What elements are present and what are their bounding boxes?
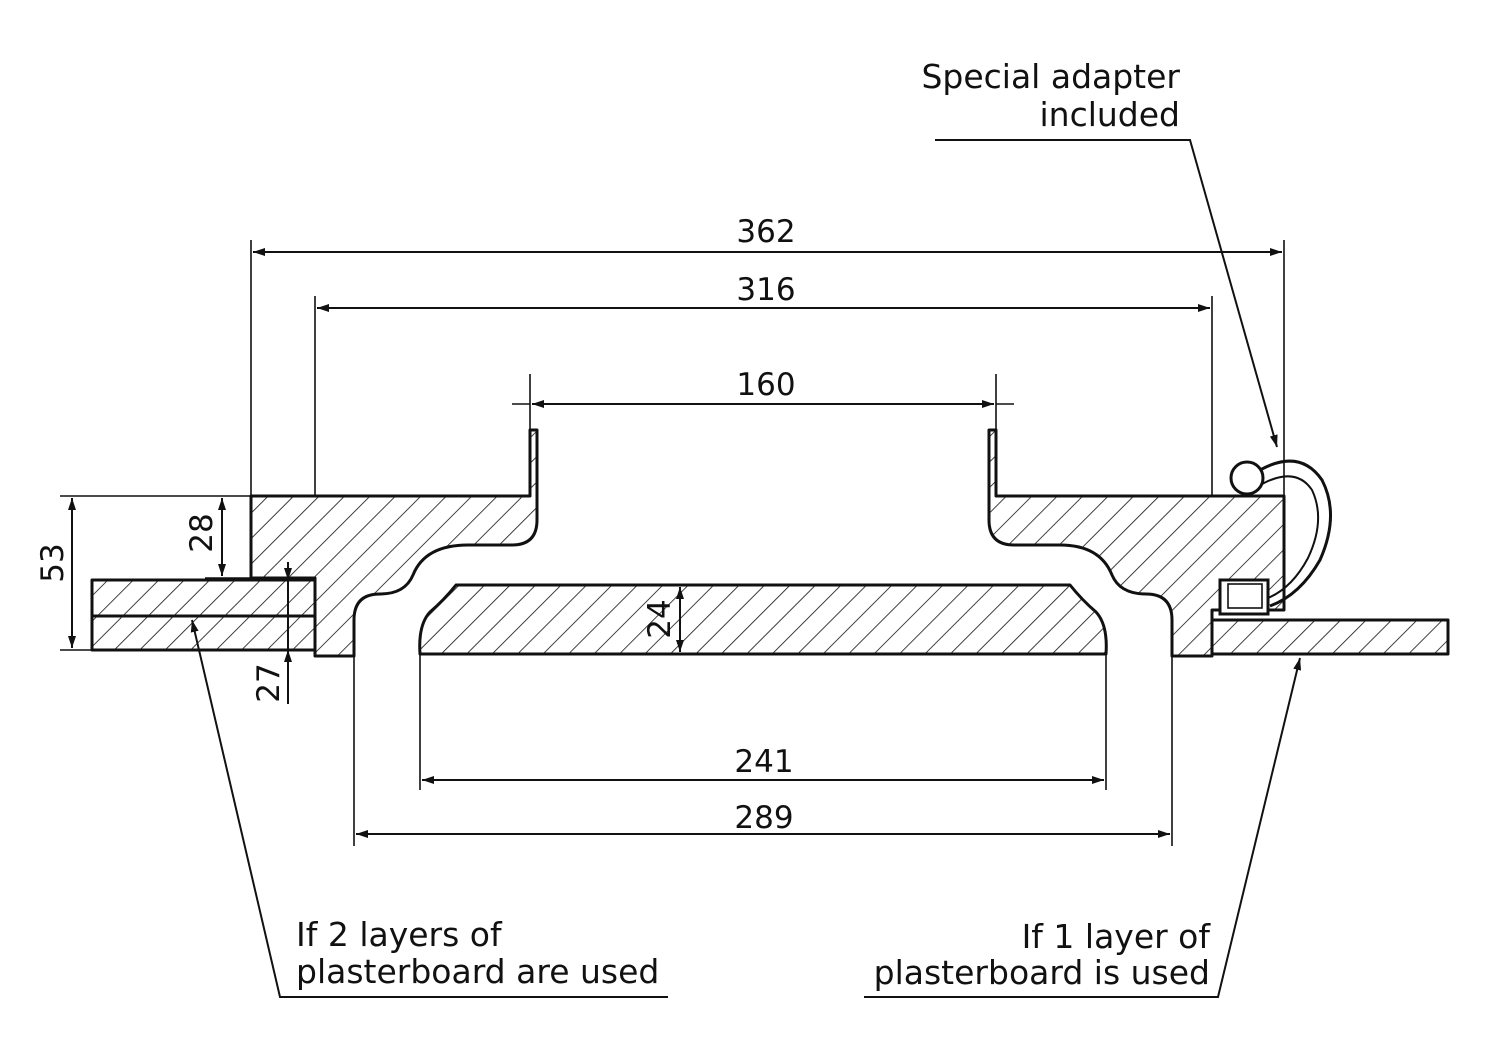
dimension-316: 316 [736, 272, 795, 308]
frame-body-right [987, 428, 1286, 658]
note-two-layers-line1: If 2 layers of [296, 915, 503, 954]
dimension-241: 241 [734, 744, 793, 780]
frame-body [249, 428, 539, 658]
dimension-24: 24 [642, 599, 678, 638]
note-adapter-line2: included [1039, 95, 1180, 134]
leader-two-layers [190, 619, 668, 998]
dimension-lines [68, 248, 1282, 838]
dimension-160: 160 [736, 367, 795, 403]
dimension-28: 28 [184, 513, 220, 552]
note-one-layer-line2: plasterboard is used [874, 953, 1210, 992]
extension-lines [60, 240, 1285, 846]
plasterboard-layer-right [1210, 618, 1450, 656]
special-adapter [1229, 459, 1332, 608]
notes: Special adapter included If 2 layers of … [296, 57, 1211, 992]
cross-section [90, 428, 1450, 658]
note-adapter-line1: Special adapter [921, 57, 1180, 96]
note-one-layer-line1: If 1 layer of [1022, 917, 1212, 956]
dimension-289: 289 [734, 800, 793, 836]
cover-plate [418, 583, 1108, 656]
dimension-27: 27 [251, 663, 287, 702]
plasterboard-upper-layer-left [90, 578, 317, 618]
adapter-ball [1229, 460, 1265, 496]
dimension-labels: 362 316 160 241 289 53 28 27 24 [35, 214, 796, 836]
plasterboard-lower-layer-left [90, 614, 317, 652]
adapter-block-inner [1227, 583, 1263, 609]
dimension-362: 362 [736, 214, 795, 250]
leader-one-layer [864, 657, 1302, 998]
note-two-layers-line2: plasterboard are used [296, 952, 659, 991]
leader-lines [190, 139, 1302, 998]
dimension-53: 53 [35, 543, 71, 582]
leader-special-adapter [935, 139, 1278, 448]
